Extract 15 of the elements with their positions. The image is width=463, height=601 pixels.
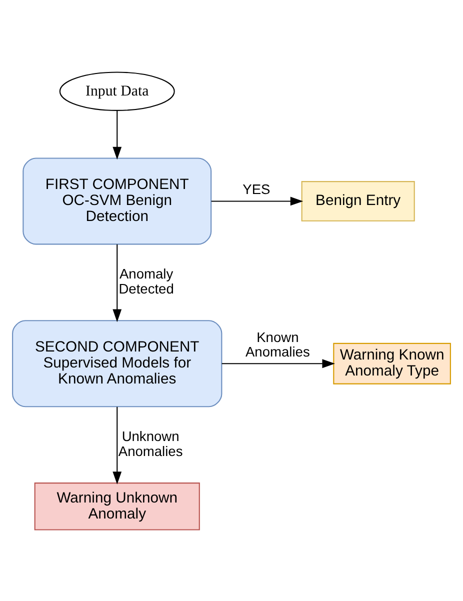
node-box: Warning Unknown Anomaly <box>34 482 200 530</box>
node-box: FIRST COMPONENT OC-SVM Benign Detection <box>22 157 212 244</box>
edge-label: YES <box>242 182 270 197</box>
arrow <box>211 196 304 206</box>
node-box: Benign Entry <box>301 180 415 221</box>
edge-label: Known Anomalies <box>245 329 310 360</box>
edge-label: Unknown Anomalies <box>118 428 183 458</box>
arrow <box>112 110 122 160</box>
arrow <box>112 244 122 322</box>
node-ellipse: Input Data <box>59 71 175 110</box>
node-box: SECOND COMPONENT Supervised Models for Known Anomalies <box>12 320 222 407</box>
node-box: Warning Known Anomaly Type <box>333 342 451 384</box>
arrow <box>222 358 335 368</box>
arrow <box>112 406 122 484</box>
edge-label: Anomaly Detected <box>118 266 174 296</box>
